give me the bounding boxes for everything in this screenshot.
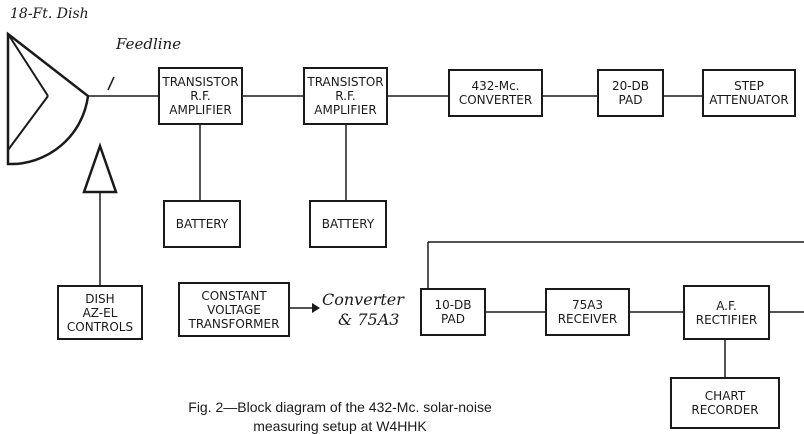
- battery-2-block: BATTERY: [309, 200, 387, 248]
- dish-feed-strut: [8, 34, 48, 96]
- block-label-line: 10-DB: [434, 298, 471, 312]
- block-label-line: 75A3: [558, 298, 618, 312]
- converter-block: 432-Mc.CONVERTER: [448, 69, 543, 117]
- figure-caption-line1: Fig. 2—Block diagram of the 432-Mc. sola…: [120, 399, 560, 415]
- block-label-line: A.F.: [696, 299, 758, 313]
- block-label-line: STEP: [709, 79, 788, 93]
- block-label-line: AMPLIFIER: [307, 103, 383, 117]
- block-label-line: PAD: [434, 312, 471, 326]
- converter-note-line1: Converter: [322, 290, 404, 309]
- block-label-line: R.F.: [162, 89, 238, 103]
- cvt-arrowhead-icon: [312, 303, 320, 313]
- block-label-line: CONTROLS: [67, 320, 133, 334]
- block-label-line: RECORDER: [691, 403, 758, 417]
- af-rectifier-block: A.F.RECTIFIER: [683, 285, 770, 340]
- block-label-line: 432-Mc.: [459, 79, 532, 93]
- block-label-line: VOLTAGE: [189, 303, 280, 317]
- block-label-line: RECTIFIER: [696, 313, 758, 327]
- block-label-line: TRANSFORMER: [189, 317, 280, 331]
- converter-note-line2: & 75A3: [338, 310, 399, 329]
- block-label-line: AMPLIFIER: [162, 103, 238, 117]
- dish-mount-icon: [84, 146, 116, 192]
- figure-caption-line2: measuring setup at W4HHK: [120, 418, 560, 434]
- block-label-line: DISH: [67, 292, 133, 306]
- block-label-line: BATTERY: [322, 217, 374, 231]
- block-label-line: RECEIVER: [558, 312, 618, 326]
- block-label-line: AZ-EL: [67, 306, 133, 320]
- battery-1-block: BATTERY: [163, 200, 241, 248]
- block-label-line: TRANSISTOR: [307, 75, 383, 89]
- block-label-line: CONSTANT: [189, 289, 280, 303]
- feedline-arrow-line: [108, 77, 114, 90]
- block-label-line: ATTENUATOR: [709, 93, 788, 107]
- block-label-line: BATTERY: [176, 217, 228, 231]
- block-label-line: 20-DB: [612, 79, 649, 93]
- dish-feed-strut: [8, 96, 48, 150]
- block-label-line: PAD: [612, 93, 649, 107]
- block-label-line: CONVERTER: [459, 93, 532, 107]
- block-label-line: TRANSISTOR: [162, 75, 238, 89]
- dish-label: 18-Ft. Dish: [10, 6, 89, 22]
- block-label-line: CHART: [691, 389, 758, 403]
- feedline-label: Feedline: [116, 35, 181, 53]
- block-label-line: R.F.: [307, 89, 383, 103]
